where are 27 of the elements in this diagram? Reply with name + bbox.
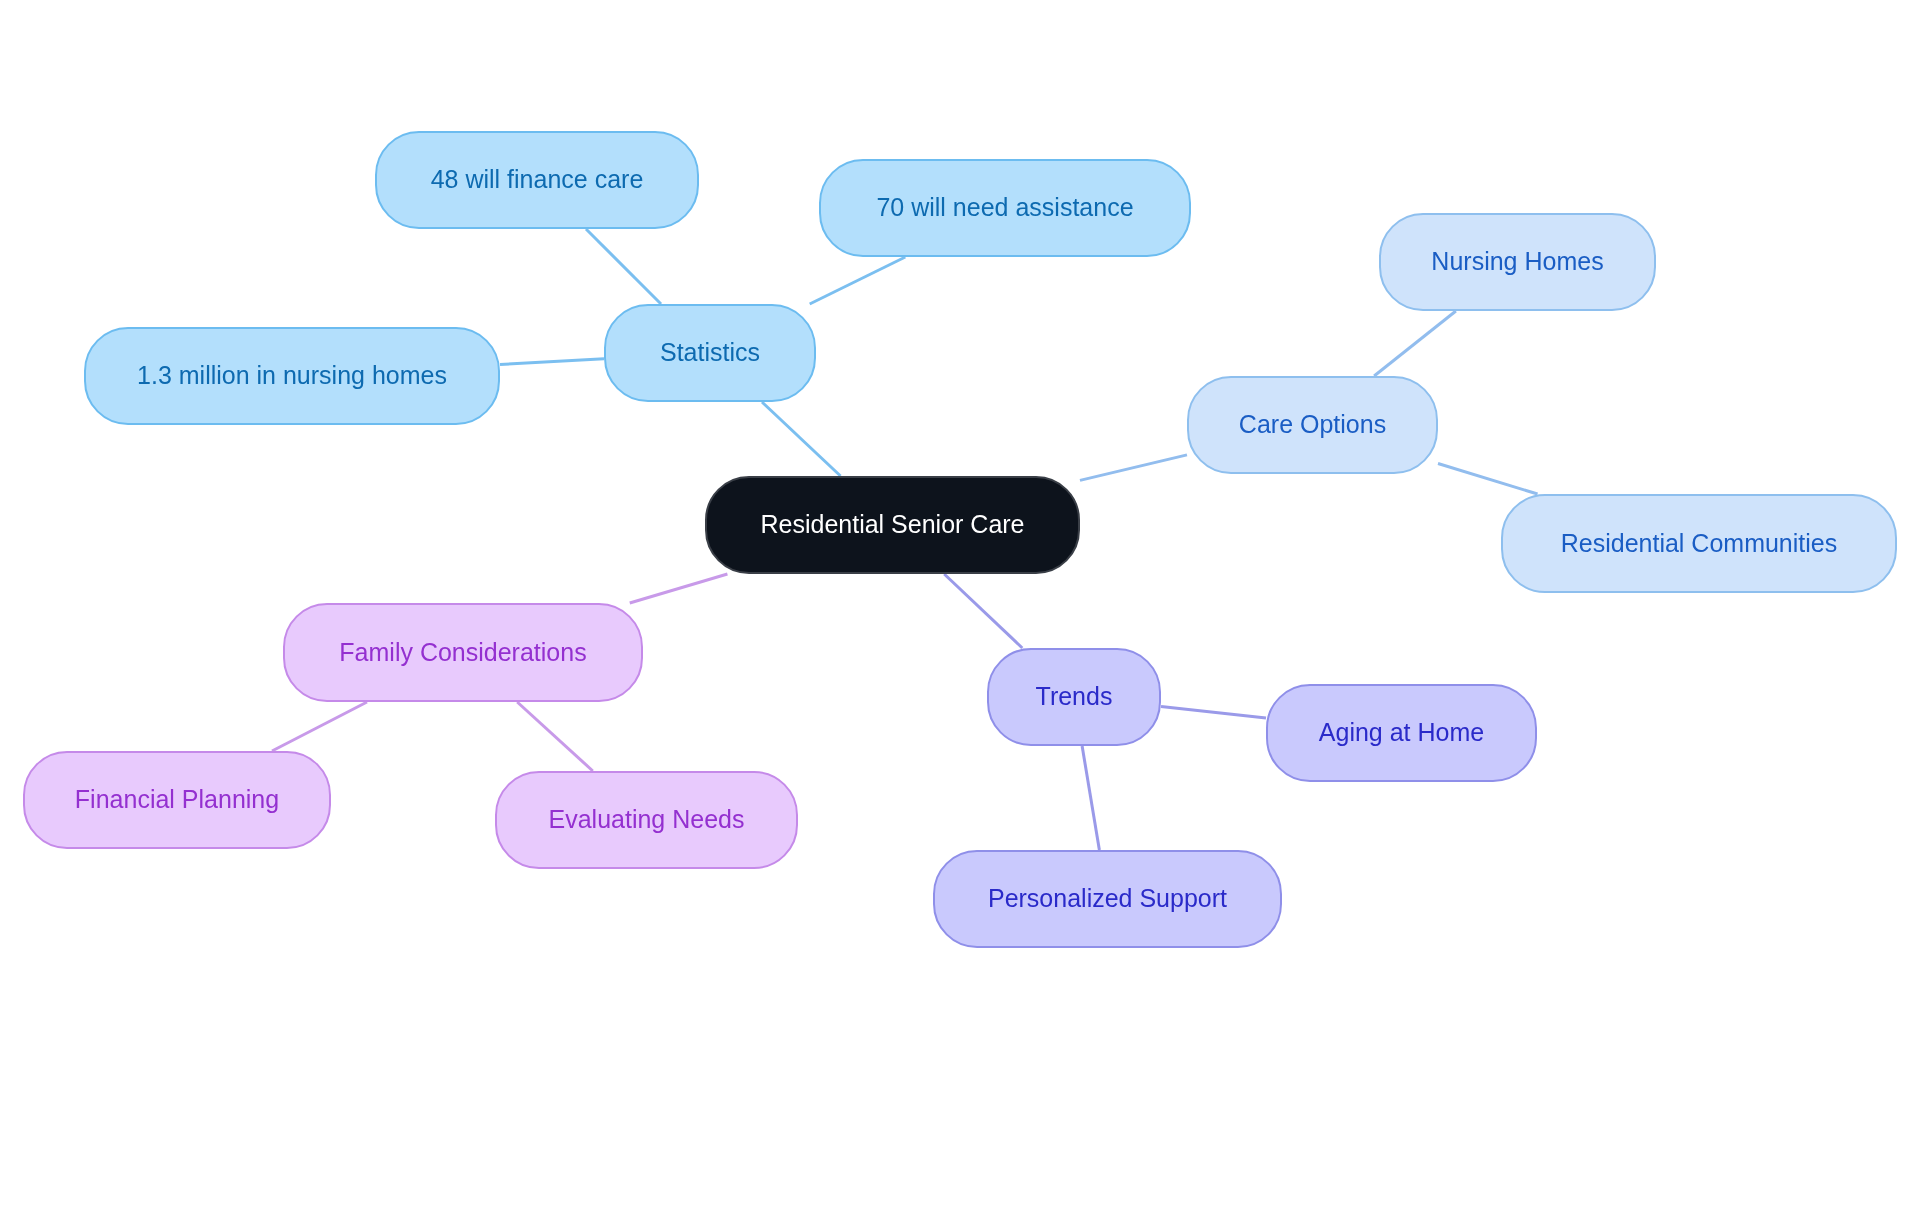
- connector-line: [629, 572, 728, 605]
- topic-pill: Statistics: [604, 304, 816, 402]
- topic-pill: Aging at Home: [1266, 684, 1537, 782]
- topic-pill: Evaluating Needs: [495, 771, 798, 869]
- connector-line: [1080, 745, 1101, 851]
- connector-line: [1160, 705, 1267, 720]
- root-topic-pill: Residential Senior Care: [705, 476, 1080, 574]
- connector-line: [584, 227, 663, 306]
- connector-line: [1437, 462, 1538, 496]
- topic-pill: Personalized Support: [933, 850, 1282, 948]
- topic-pill: Care Options: [1187, 376, 1438, 474]
- topic-pill: 1.3 million in nursing homes: [84, 327, 500, 425]
- topic-pill: Residential Communities: [1501, 494, 1897, 593]
- topic-pill: 48 will finance care: [375, 131, 699, 229]
- connector-line: [1373, 309, 1457, 378]
- connector-line: [1079, 453, 1188, 482]
- topic-pill: 70 will need assistance: [819, 159, 1191, 257]
- topic-pill: Nursing Homes: [1379, 213, 1656, 311]
- connector-line: [516, 700, 594, 773]
- topic-pill: Family Considerations: [283, 603, 643, 702]
- connector-line: [760, 400, 842, 478]
- topic-pill: Financial Planning: [23, 751, 331, 849]
- topic-pill: Trends: [987, 648, 1161, 746]
- connector-line: [271, 700, 368, 753]
- connector-line: [943, 572, 1024, 650]
- connector-line: [499, 357, 605, 367]
- connector-line: [809, 255, 906, 306]
